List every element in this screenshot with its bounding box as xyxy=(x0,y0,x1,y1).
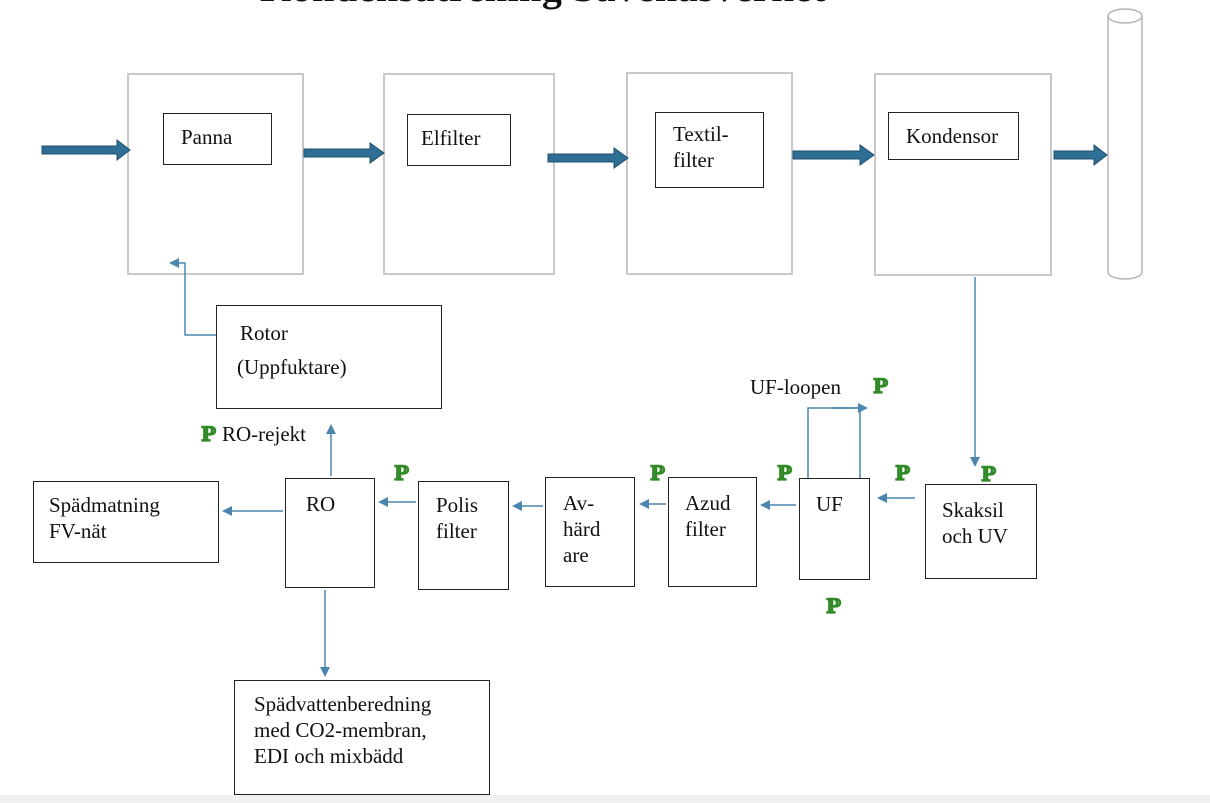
panna-frame xyxy=(127,73,304,275)
chimney-icon xyxy=(1107,8,1143,280)
rotor-box: Rotor (Uppfuktare) xyxy=(216,305,442,409)
ro-box: RO xyxy=(285,478,375,588)
diagram-title: Kondensatrening Savenäsverket xyxy=(260,0,826,14)
panna-to-elfilter-arrow xyxy=(303,142,385,164)
skaksil-label-line1: Skaksil xyxy=(942,498,1004,522)
polisfilter-box: Polis filter xyxy=(418,481,509,590)
textilfilter-box: Textil- filter xyxy=(655,112,764,188)
pressure-marker-uf-loop: ℙ xyxy=(873,374,889,398)
skaksil-label-line2: och UV xyxy=(942,524,1008,548)
uf-loop-line xyxy=(807,407,861,478)
ro-rejekt-label: RO-rejekt xyxy=(222,422,306,446)
kondensor-frame xyxy=(874,73,1052,276)
pressure-marker-uf-outlet: ℙ xyxy=(777,461,793,485)
kondensor-box: Kondensor xyxy=(888,112,1019,160)
elfilter-box: Elfilter xyxy=(407,114,511,166)
avhardare-label-line1: Av- xyxy=(563,491,595,515)
elfilter-label: Elfilter xyxy=(421,126,481,150)
azudfilter-label-line1: Azud xyxy=(685,491,731,515)
skaksil-box: Skaksil och UV xyxy=(925,484,1037,579)
panna-box: Panna xyxy=(163,113,272,165)
panna-label: Panna xyxy=(181,125,233,149)
ro-label: RO xyxy=(306,492,336,516)
pressure-marker-polis-inlet: ℙ xyxy=(394,461,410,485)
uf-loopen-label: UF-loopen xyxy=(750,375,841,399)
textilfilter-label-line1: Textil- xyxy=(673,122,729,146)
pressure-marker-avhardare-inlet: ℙ xyxy=(650,461,666,485)
uf-box: UF xyxy=(799,478,870,580)
textilfilter-to-kondensor-arrow xyxy=(792,144,875,166)
spadvatten-label-line3: EDI och mixbädd xyxy=(254,744,404,768)
kondensor-label: Kondensor xyxy=(906,124,999,148)
pressure-marker-uf-inlet: ℙ xyxy=(895,461,911,485)
spadmatning-label-line2: FV-nät xyxy=(49,519,107,543)
textilfilter-frame xyxy=(626,72,793,275)
uf-label: UF xyxy=(816,492,843,516)
azudfilter-label-line2: filter xyxy=(685,517,726,541)
polisfilter-label-line2: filter xyxy=(436,519,477,543)
rotor-label-line1: Rotor xyxy=(240,321,288,345)
rotor-label-line2: (Uppfuktare) xyxy=(237,355,347,379)
azudfilter-box: Azud filter xyxy=(668,477,757,587)
elfilter-frame xyxy=(383,73,555,275)
pressure-marker-uf-bottom: ℙ xyxy=(826,594,842,618)
kondensor-to-chimney-arrow xyxy=(1053,143,1108,167)
pressure-marker-skaksil-inlet: ℙ xyxy=(981,462,997,486)
inlet-flow-arrow xyxy=(41,138,131,162)
spadmatning-box: Spädmatning FV-nät xyxy=(33,481,219,563)
spadvatten-label-line1: Spädvattenberedning xyxy=(254,692,432,716)
elfilter-to-textilfilter-arrow xyxy=(547,147,629,169)
rotor-to-panna-line xyxy=(169,258,216,336)
textilfilter-label-line2: filter xyxy=(673,148,714,172)
spadvatten-label-line2: med CO2-membran, xyxy=(254,718,427,742)
bottom-strip xyxy=(0,795,1210,803)
polisfilter-label-line1: Polis xyxy=(436,493,479,517)
spadvatten-box: Spädvattenberedning med CO2-membran, EDI… xyxy=(234,680,490,795)
pressure-marker-ro-rejekt: ℙ xyxy=(201,422,217,446)
spadmatning-label-line1: Spädmatning xyxy=(49,493,160,517)
avhardare-box: Av- härd are xyxy=(545,477,635,587)
avhardare-label-line2: härd xyxy=(563,517,601,541)
avhardare-label-line3: are xyxy=(563,543,589,567)
